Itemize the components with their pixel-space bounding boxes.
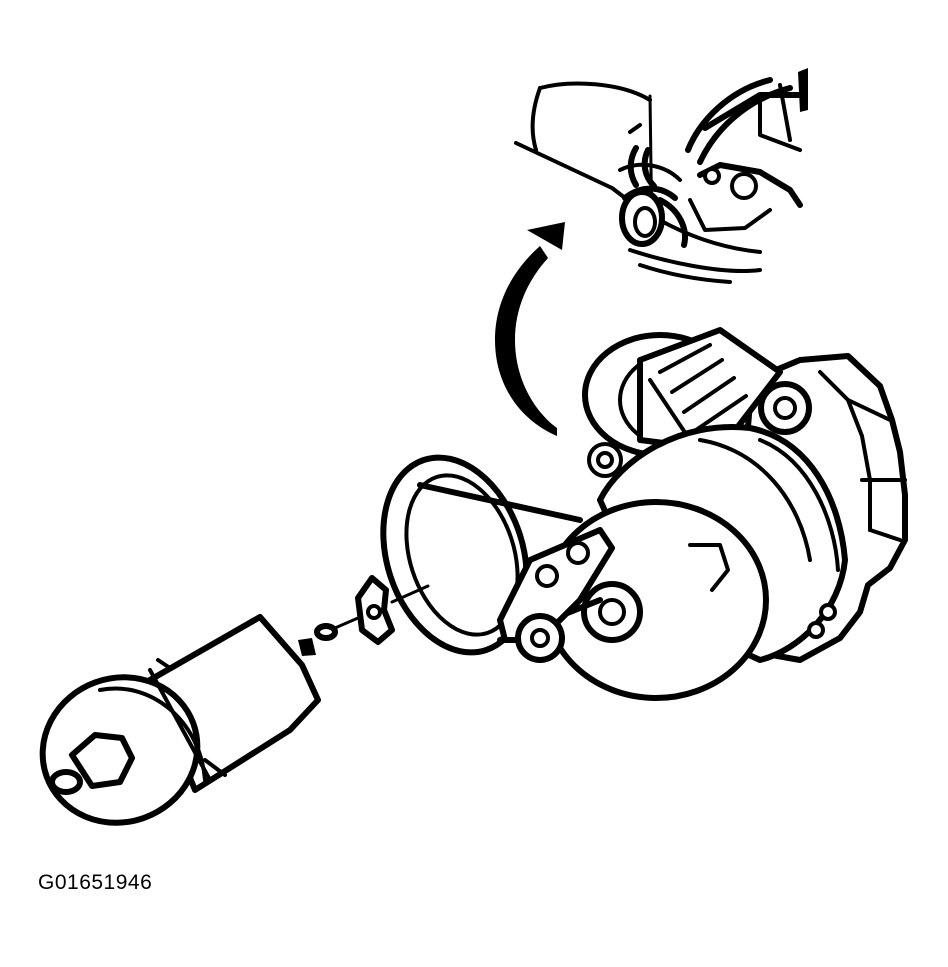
inset-detail-view (514, 68, 808, 284)
o-ring (314, 623, 338, 641)
curved-arrow-icon (495, 222, 565, 436)
inset-hose-clamp (618, 123, 688, 248)
figure-id-label: G01651946 (38, 871, 153, 894)
alignment-line (333, 616, 360, 630)
idle-air-control-valve (39, 614, 321, 826)
throttle-body-assembly (380, 327, 908, 701)
alignment-line (390, 584, 430, 604)
gasket (355, 575, 395, 645)
